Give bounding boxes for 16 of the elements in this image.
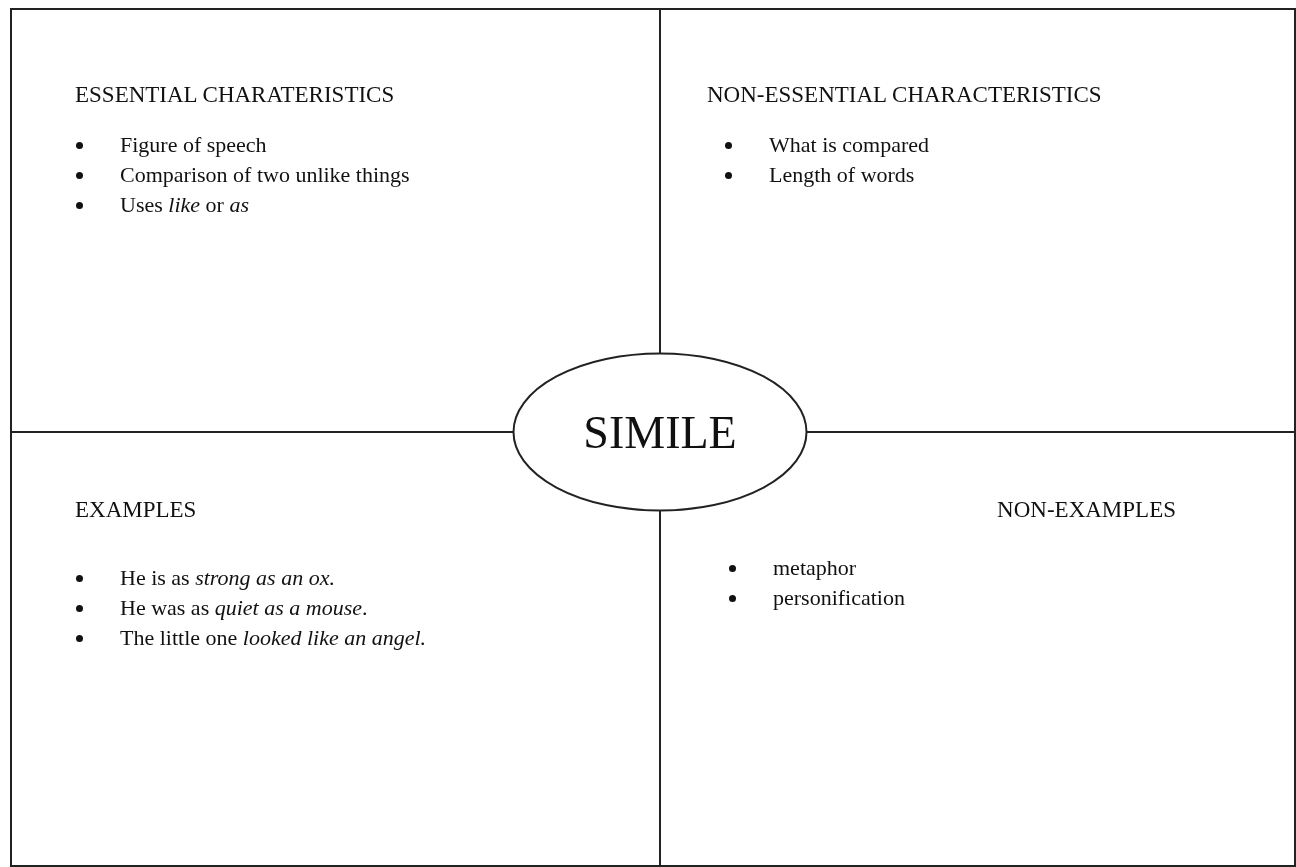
list-item-text: Comparison of two unlike things — [120, 162, 410, 187]
heading: EXAMPLES — [75, 497, 197, 523]
list-item-text: What is compared — [769, 132, 930, 157]
heading: NON-EXAMPLES — [997, 497, 1176, 523]
list-item-text: Length of words — [769, 162, 915, 187]
list-item-text: personification — [773, 585, 905, 610]
list-item-text: He is as strong as an ox. — [120, 565, 335, 590]
list-item-text: The little one looked like an angel. — [120, 625, 427, 650]
list-item-text: Uses like or as — [120, 192, 249, 217]
list-item-text: Figure of speech — [120, 132, 267, 157]
center-term: SIMILE — [582, 405, 738, 459]
heading: NON-ESSENTIAL CHARACTERISTICS — [707, 82, 1102, 108]
oval — [512, 352, 808, 512]
heading: ESSENTIAL CHARATERISTICS — [75, 82, 395, 108]
list-item-text: metaphor — [773, 555, 857, 580]
list-item-text: He was as quiet as a mouse. — [120, 595, 368, 620]
